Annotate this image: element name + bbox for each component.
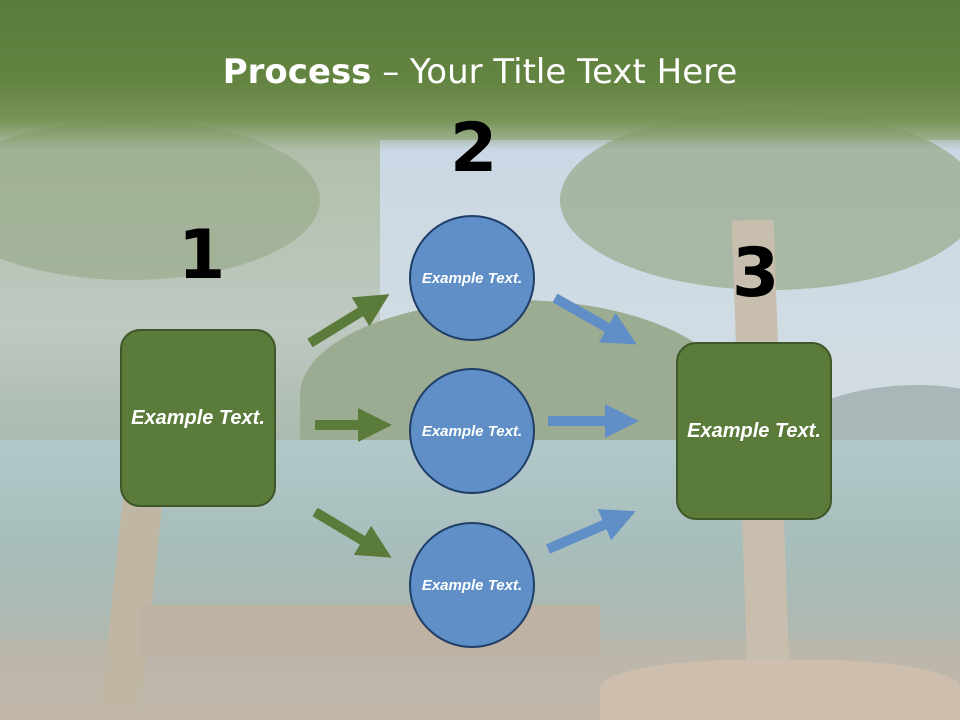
step-box-right-label: Example Text.	[687, 419, 821, 442]
arrow-right-icon	[546, 509, 636, 554]
arrow-right-icon	[552, 293, 637, 345]
step-box-left[interactable]: Example Text.	[120, 329, 276, 507]
rock	[600, 660, 960, 720]
title-bold: Process	[222, 52, 372, 92]
title-rest: – Your Title Text Here	[371, 52, 738, 92]
step-number-3: 3	[732, 234, 780, 313]
arrow-right-icon	[312, 507, 392, 558]
circle-middle-label: Example Text.	[421, 422, 523, 440]
arrow-right-icon	[307, 294, 390, 348]
step-box-left-label: Example Text.	[131, 406, 265, 429]
step-number-1: 1	[178, 216, 226, 295]
circle-bottom-label: Example Text.	[421, 576, 523, 594]
step-number-2: 2	[450, 109, 498, 188]
circle-top[interactable]: Example Text.	[409, 215, 535, 341]
circle-bottom[interactable]: Example Text.	[409, 522, 535, 648]
header-band	[0, 0, 960, 150]
slide-title: Process – Your Title Text Here	[0, 52, 960, 92]
circle-top-label: Example Text.	[421, 269, 523, 287]
circle-middle[interactable]: Example Text.	[409, 368, 535, 494]
step-box-right[interactable]: Example Text.	[676, 342, 832, 520]
